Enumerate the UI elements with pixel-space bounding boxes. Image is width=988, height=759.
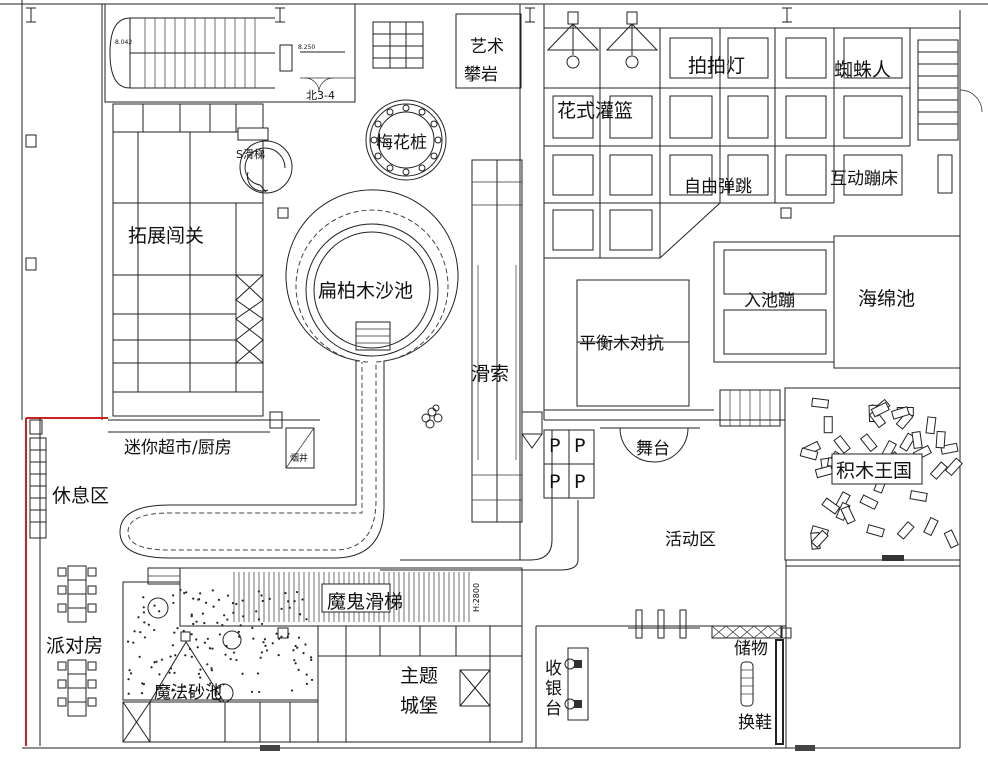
svg-text:收: 收: [545, 659, 562, 679]
building-blocks: 积木王国: [784, 387, 963, 561]
cashier: 收 银 台: [535, 625, 786, 748]
storage: 储物: [711, 625, 784, 745]
svg-text:S滑梯: S滑梯: [236, 148, 265, 161]
party-room: 派对房: [46, 565, 103, 717]
svg-text:换鞋: 换鞋: [738, 713, 772, 733]
svg-text:花式灌篮: 花式灌篮: [557, 100, 633, 122]
svg-text:自由弹跳: 自由弹跳: [684, 177, 752, 197]
svg-text:P: P: [574, 471, 585, 493]
svg-text:海绵池: 海绵池: [858, 288, 915, 310]
stage: 舞台: [600, 427, 700, 463]
svg-text:平衡木对抗: 平衡木对抗: [579, 334, 664, 354]
svg-text:积木王国: 积木王国: [836, 460, 912, 482]
svg-text:派对房: 派对房: [46, 635, 103, 657]
svg-text:台: 台: [545, 699, 562, 719]
label-expansion: 拓展闯关: [128, 225, 204, 247]
zipline: 滑索: [471, 159, 523, 523]
mini-market: 烟井 迷你超市/厨房: [108, 411, 320, 469]
rest-area: 休息区: [29, 419, 109, 539]
svg-text:H:2800: H:2800: [472, 583, 481, 612]
cedar-sandpit: 扁柏木沙池: [119, 189, 459, 559]
svg-text:拍拍灯: 拍拍灯: [688, 55, 745, 77]
svg-text:滑索: 滑索: [471, 363, 509, 385]
svg-text:P: P: [574, 435, 585, 457]
svg-text:储物: 储物: [734, 639, 768, 659]
right-stair: [917, 39, 983, 194]
svg-text:主题: 主题: [400, 665, 438, 687]
svg-text:P: P: [549, 435, 560, 457]
svg-text:魔鬼滑梯: 魔鬼滑梯: [327, 591, 403, 613]
svg-text:互动蹦床: 互动蹦床: [830, 169, 898, 189]
shoe-change: 换鞋: [738, 661, 772, 733]
label-activity-area: 活动区: [665, 530, 716, 550]
balance-beam: 平衡木对抗: [576, 279, 690, 407]
level-mark-2: 8.250: [298, 44, 315, 51]
svg-text:梅花桩: 梅花桩: [376, 133, 427, 153]
staircase: 8.042 8.250 北3-4: [104, 3, 356, 103]
benches: [628, 609, 700, 639]
magic-slide: 魔鬼滑梯 H:2800: [147, 567, 523, 627]
s-slide: S滑梯: [236, 127, 293, 194]
theme-castle: 主题 城堡: [317, 625, 523, 743]
axis-label: 北3-4: [306, 89, 335, 102]
flower-icon: [421, 404, 443, 429]
svg-text:银: 银: [545, 679, 562, 699]
svg-text:城堡: 城堡: [400, 695, 438, 717]
expansion-area: [112, 103, 264, 417]
svg-text:烟井: 烟井: [290, 452, 308, 464]
sponge-pool: 海绵池: [833, 235, 961, 369]
svg-text:P: P: [549, 471, 560, 493]
level-mark-1: 8.042: [115, 39, 132, 46]
svg-text:迷你超市/厨房: 迷你超市/厨房: [124, 438, 232, 458]
art-climbing: 艺术 攀岩: [455, 13, 522, 89]
parking-spots: P P P P: [521, 411, 595, 499]
plum-pile: 梅花桩: [365, 99, 447, 181]
svg-text:魔法砂池: 魔法砂池: [154, 683, 222, 703]
svg-text:入池蹦: 入池蹦: [744, 291, 795, 311]
grid-block: [372, 21, 424, 69]
svg-text:舞台: 舞台: [636, 439, 670, 459]
basketball-hoop-icon: [546, 11, 659, 69]
svg-text:扁柏木沙池: 扁柏木沙池: [318, 280, 413, 302]
svg-text:艺术: 艺术: [470, 37, 504, 57]
column-markers: [26, 7, 792, 639]
svg-text:蜘蛛人: 蜘蛛人: [834, 59, 891, 81]
svg-text:攀岩: 攀岩: [464, 65, 498, 85]
svg-text:休息区: 休息区: [52, 485, 109, 507]
pool-bounce: 入池蹦: [713, 241, 835, 363]
trampoline-grid: [544, 27, 960, 259]
